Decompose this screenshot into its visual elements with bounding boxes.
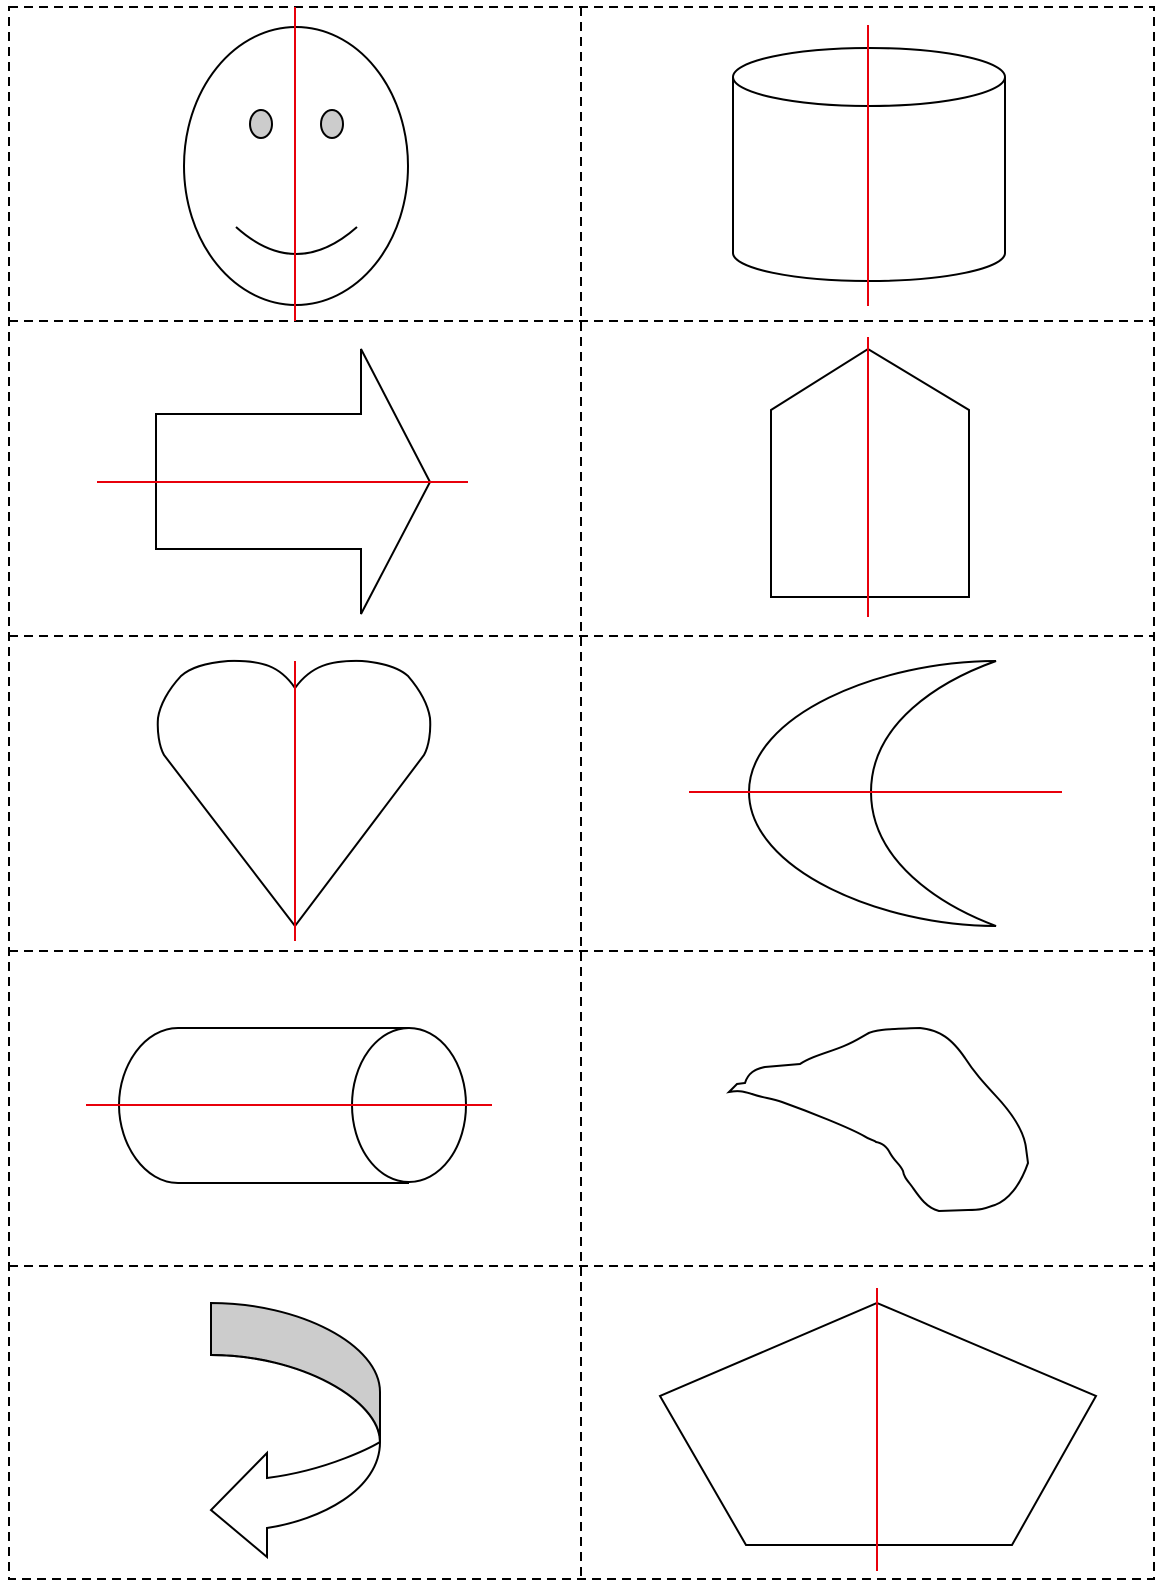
curved-arrow-cell — [211, 1303, 380, 1557]
heart-cell — [158, 661, 431, 941]
crescent-outline — [749, 661, 996, 926]
smiley-face-cell — [184, 7, 408, 321]
smile-mouth — [236, 227, 357, 254]
left-eye — [250, 110, 272, 138]
house-outline — [771, 349, 969, 597]
arrow-band-top — [211, 1303, 380, 1442]
right-eye — [321, 110, 343, 138]
lying-cylinder-cell — [86, 1028, 492, 1183]
crescent-moon-cell — [689, 661, 1062, 926]
regular-pentagon-cell — [660, 1288, 1096, 1571]
house-pentagon-cell — [771, 337, 969, 617]
irregular-blob-cell — [729, 1028, 1028, 1211]
block-arrow-cell — [97, 349, 468, 614]
upright-cylinder-cell — [733, 25, 1005, 306]
blob-outline — [729, 1028, 1028, 1211]
